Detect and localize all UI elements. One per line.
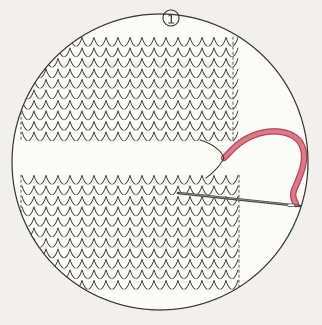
diagram-circle-frame [12, 14, 308, 310]
step-number-label: 1 [167, 11, 175, 27]
